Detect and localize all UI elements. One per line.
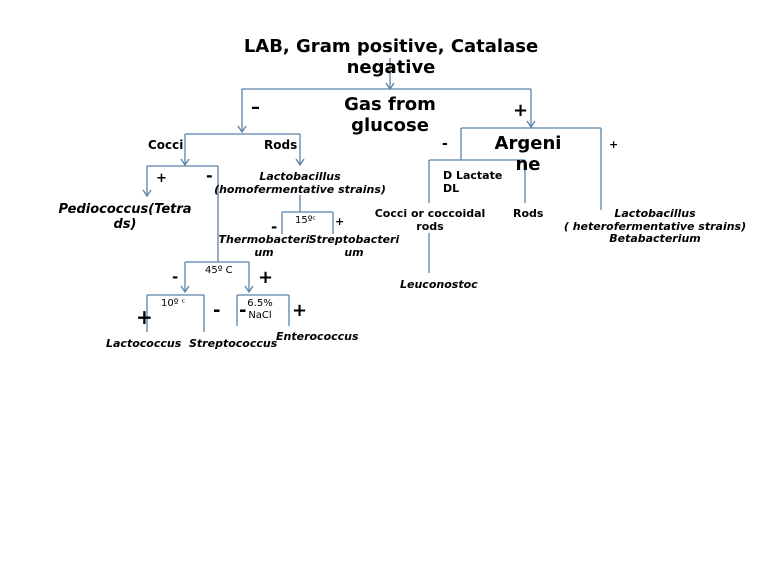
lacto-hetero-line1: Lactobacillus — [614, 207, 696, 220]
thermo-line1: Thermobacteri — [218, 233, 310, 246]
pediococcus-line2: ds) — [113, 216, 137, 232]
gas-line2: glucose — [351, 114, 429, 136]
arrow-head-icon — [295, 158, 305, 167]
lactobacillus-homo-label: Lactobacillus (homofermentative strains) — [210, 170, 390, 196]
nacl-negative-sign: - — [239, 300, 247, 321]
arrow-head-icon — [244, 285, 254, 294]
temp-10-label: 10º ᶜ — [161, 298, 186, 309]
d-lactate-line2: DL — [443, 181, 460, 195]
gas-negative-sign: – — [251, 97, 260, 118]
streptococcus-label: Streptococcus — [189, 337, 278, 350]
temp-10-positive-sign: + — [136, 305, 153, 329]
root-title-line2: negative — [346, 56, 436, 78]
arginine-negative-sign: - — [442, 136, 448, 152]
thermobacterium-label: Thermobacteri um — [218, 233, 310, 259]
temp-45-label: 45º C — [205, 265, 233, 276]
root-title: LAB, Gram positive, Catalase negative — [214, 36, 568, 78]
arrow-head-icon — [237, 125, 247, 134]
pediococcus-line1: Pediococcus(Tetra — [58, 202, 192, 217]
cocci-positive-sign: + — [156, 171, 167, 186]
lacto-hetero-line3: Betabacterium — [609, 232, 701, 246]
temp-45-positive-sign: + — [258, 267, 274, 288]
nacl-line1: 6.5% — [247, 298, 273, 309]
temp-45-negative-sign: - — [172, 268, 179, 286]
lactococcus-label: Lactococcus — [106, 337, 182, 350]
temp-15-label: 15ºᶜ — [295, 215, 317, 226]
lactobacillus-homo-line1: Lactobacillus — [259, 170, 341, 183]
arginine-label: Argeni ne — [478, 133, 578, 175]
arrow-head-icon — [142, 189, 152, 198]
lacto-hetero-line2: ( heterofermentative strains) — [563, 219, 747, 233]
arrow-head-icon — [180, 158, 190, 167]
gas-positive-sign: + — [513, 100, 529, 121]
cocci-negative-sign: - — [206, 166, 213, 185]
streptobacterium-label: Streptobacteri um — [308, 233, 400, 259]
arginine-line2: ne — [515, 153, 541, 175]
temp-15-positive-sign: + — [335, 215, 345, 228]
leuconostoc-label: Leuconostoc — [400, 278, 478, 291]
enterococcus-label: Enterococcus — [276, 330, 359, 343]
rods-right-label: Rods — [513, 207, 544, 220]
root-title-line1: LAB, Gram positive, Catalase — [243, 36, 539, 57]
gas-from-glucose-label: Gas from glucose — [330, 94, 450, 136]
cocci-coccoidal-label: Cocci or coccoidal rods — [370, 207, 490, 233]
strepto-bact-line2: um — [344, 245, 364, 259]
lactobacillus-homo-line2: (homofermentative strains) — [214, 182, 386, 196]
arginine-positive-sign: + — [609, 138, 619, 151]
arrow-head-icon — [526, 120, 536, 129]
cocci-coccoidal-line1: Cocci or coccoidal — [374, 207, 486, 220]
gas-line1: Gas from — [344, 94, 436, 115]
cocci-label: Cocci — [148, 138, 184, 152]
rods-label: Rods — [264, 138, 298, 152]
lactobacillus-hetero-label: Lactobacillus ( heterofermentative strai… — [555, 207, 755, 246]
temp-10-negative-sign: - — [213, 300, 221, 321]
pediococcus-label: Pediococcus(Tetra ds) — [50, 202, 200, 233]
thermo-line2: um — [254, 245, 274, 259]
strepto-bact-line1: Streptobacteri — [308, 233, 400, 246]
arrow-head-icon — [180, 285, 190, 294]
nacl-label: 6.5% NaCl — [241, 298, 279, 321]
arginine-line1: Argeni — [494, 133, 562, 154]
d-lactate-line1: D Lactate — [443, 169, 503, 182]
nacl-positive-sign: + — [292, 300, 308, 321]
temp-15-negative-sign: - — [271, 218, 278, 236]
cocci-coccoidal-line2: rods — [416, 219, 444, 233]
d-lactate-label: D Lactate DL — [443, 169, 503, 195]
nacl-line2: NaCl — [248, 309, 272, 321]
